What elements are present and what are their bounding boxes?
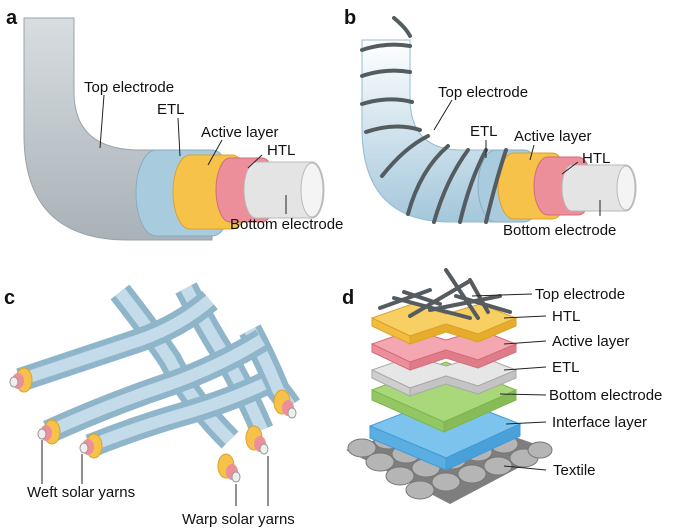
panel-b-label-active-layer: Active layer [514, 128, 592, 145]
panel-a-label-etl: ETL [157, 101, 185, 118]
panel-b-bottom-electrode [561, 164, 637, 212]
panel-a-letter: a [6, 7, 18, 29]
panel-b-label-bottom-electrode: Bottom electrode [503, 222, 616, 239]
panel-b-letter: b [344, 7, 356, 29]
panel-a-label-top-electrode: Top electrode [84, 79, 174, 96]
panel-c-weft-yarns [16, 290, 270, 458]
panel-a-label-htl: HTL [267, 142, 295, 159]
panel-a-label-active-layer: Active layer [201, 124, 279, 141]
panel-c-label-warp: Warp solar yarns [182, 511, 295, 528]
panel-d-letter: d [342, 287, 354, 309]
panel-d-label-textile: Textile [553, 462, 596, 479]
panel-c: c [4, 282, 300, 528]
panel-c-label-weft: Weft solar yarns [27, 484, 135, 501]
panel-d: d [342, 268, 662, 504]
panel-b-label-etl: ETL [470, 123, 498, 140]
panel-c-letter: c [4, 287, 15, 309]
panel-d-label-active-layer: Active layer [552, 333, 630, 350]
panel-d-label-top-electrode: Top electrode [535, 286, 625, 303]
panel-d-htl [370, 303, 518, 345]
panel-b-wire-top-electrode [360, 16, 508, 224]
panel-d-label-htl: HTL [552, 308, 580, 325]
panel-a-label-bottom-electrode: Bottom electrode [230, 216, 343, 233]
panel-d-label-bottom-electrode: Bottom electrode [549, 387, 662, 404]
panel-b-label-htl: HTL [582, 150, 610, 167]
panel-c-yarn-ends [9, 367, 297, 483]
panel-d-label-interface-layer: Interface layer [552, 414, 647, 431]
panel-b: b Top electrode ETL Active layer HTL [344, 7, 637, 239]
panel-b-label-top-electrode: Top electrode [438, 84, 528, 101]
panel-a: a Top electrode ETL Active layer HTL Bot… [6, 7, 343, 241]
panel-d-label-etl: ETL [552, 359, 580, 376]
